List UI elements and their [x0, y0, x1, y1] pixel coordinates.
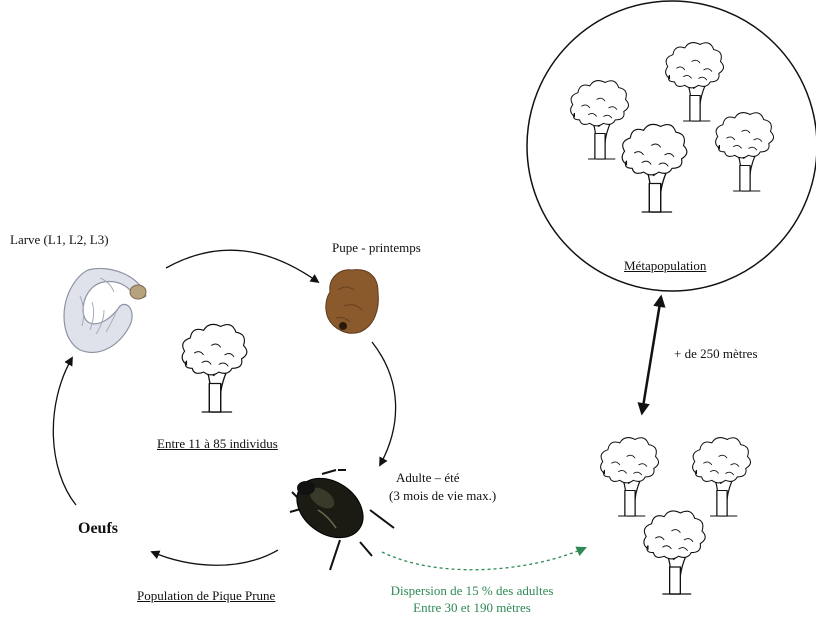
- label-pupa: Pupe - printemps: [332, 240, 421, 256]
- tree-icon: [693, 438, 751, 516]
- tree-icon: [666, 43, 724, 121]
- beetle-icon: [286, 466, 394, 570]
- tree-icon: [622, 124, 687, 212]
- distance-arrow: [642, 297, 661, 413]
- pupa-icon: [326, 270, 379, 334]
- arrow-larva-to-pupa: [166, 250, 318, 282]
- label-larva: Larve (L1, L2, L3): [10, 232, 109, 248]
- arrow-pupa-to-adult: [372, 342, 396, 465]
- dispersion-distance: Entre 30 et 190 mètres: [372, 599, 572, 616]
- label-population-name: Population de Pique Prune: [137, 588, 275, 604]
- tree-icon: [571, 81, 629, 159]
- label-eggs: Oeufs: [78, 520, 118, 538]
- tree-icon: [644, 511, 705, 594]
- arrow-adult-to-eggs: [152, 550, 278, 565]
- label-adult: Adulte – été: [396, 470, 460, 486]
- tree-icon: [182, 324, 247, 412]
- arrow-eggs-to-larva: [53, 358, 76, 505]
- label-distance: + de 250 mètres: [674, 346, 758, 362]
- dispersion-arrow: [382, 548, 585, 570]
- label-population-count: Entre 11 à 85 individus: [157, 436, 278, 452]
- tree-icon: [716, 113, 774, 191]
- larva-icon: [64, 268, 146, 352]
- label-metapopulation: Métapopulation: [624, 258, 706, 274]
- dispersion-text: Dispersion de 15 % des adultes Entre 30 …: [372, 582, 572, 616]
- tree-icon: [601, 438, 659, 516]
- label-adult-lifespan: (3 mois de vie max.): [389, 488, 496, 504]
- dispersion-rate: Dispersion de 15 % des adultes: [372, 582, 572, 599]
